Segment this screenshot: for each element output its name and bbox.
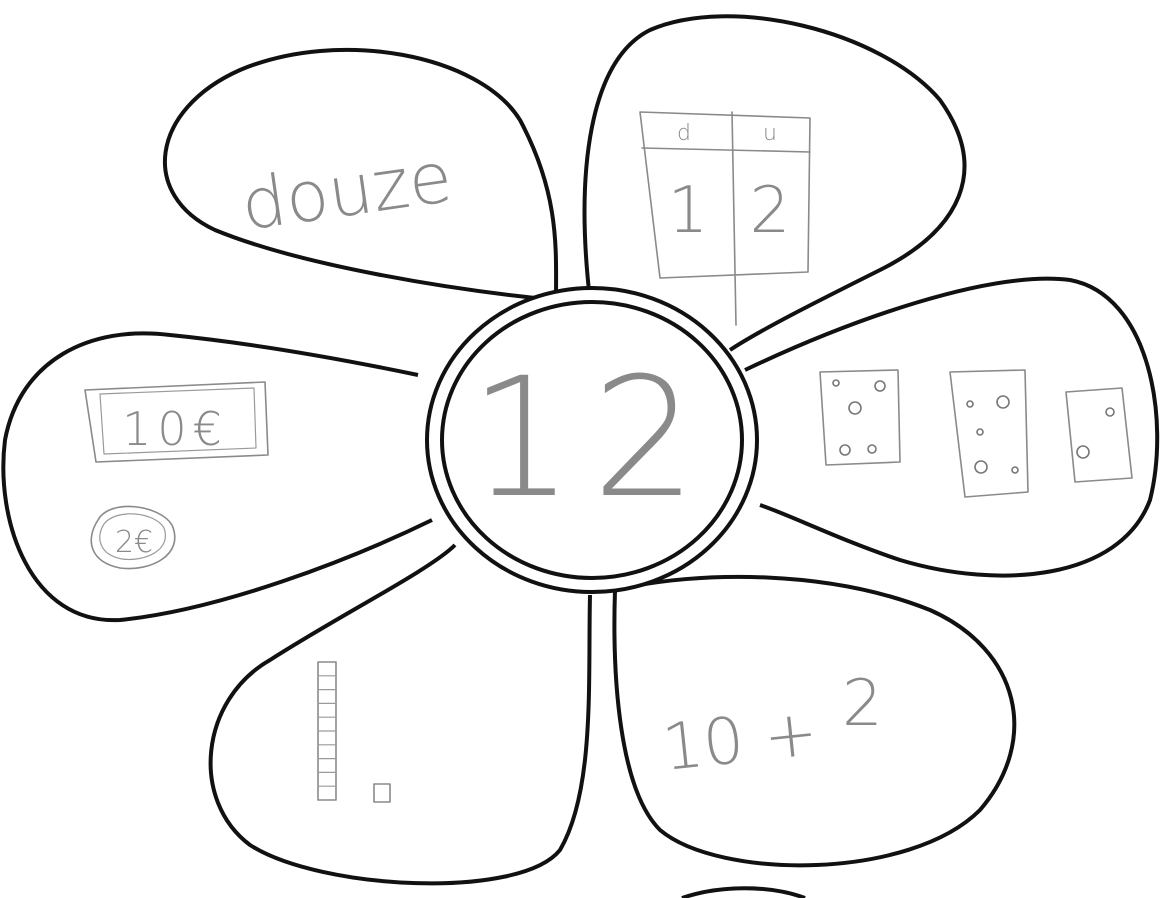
sum-right: 2 — [842, 667, 883, 741]
center-number: 12 — [469, 342, 715, 534]
place-value-tens-digit: 1 — [668, 174, 709, 248]
next-flower-petal-edge — [682, 888, 805, 898]
petal-dice — [745, 279, 1157, 576]
place-value-units-header: u — [763, 121, 777, 146]
coin-label: 2€ — [115, 525, 153, 560]
banknote-label: 10€ — [122, 402, 228, 456]
place-value-units-digit: 2 — [750, 174, 791, 248]
petal-money — [3, 333, 432, 620]
petal-blocks — [211, 545, 590, 883]
place-value-tens-header: d — [677, 121, 691, 146]
